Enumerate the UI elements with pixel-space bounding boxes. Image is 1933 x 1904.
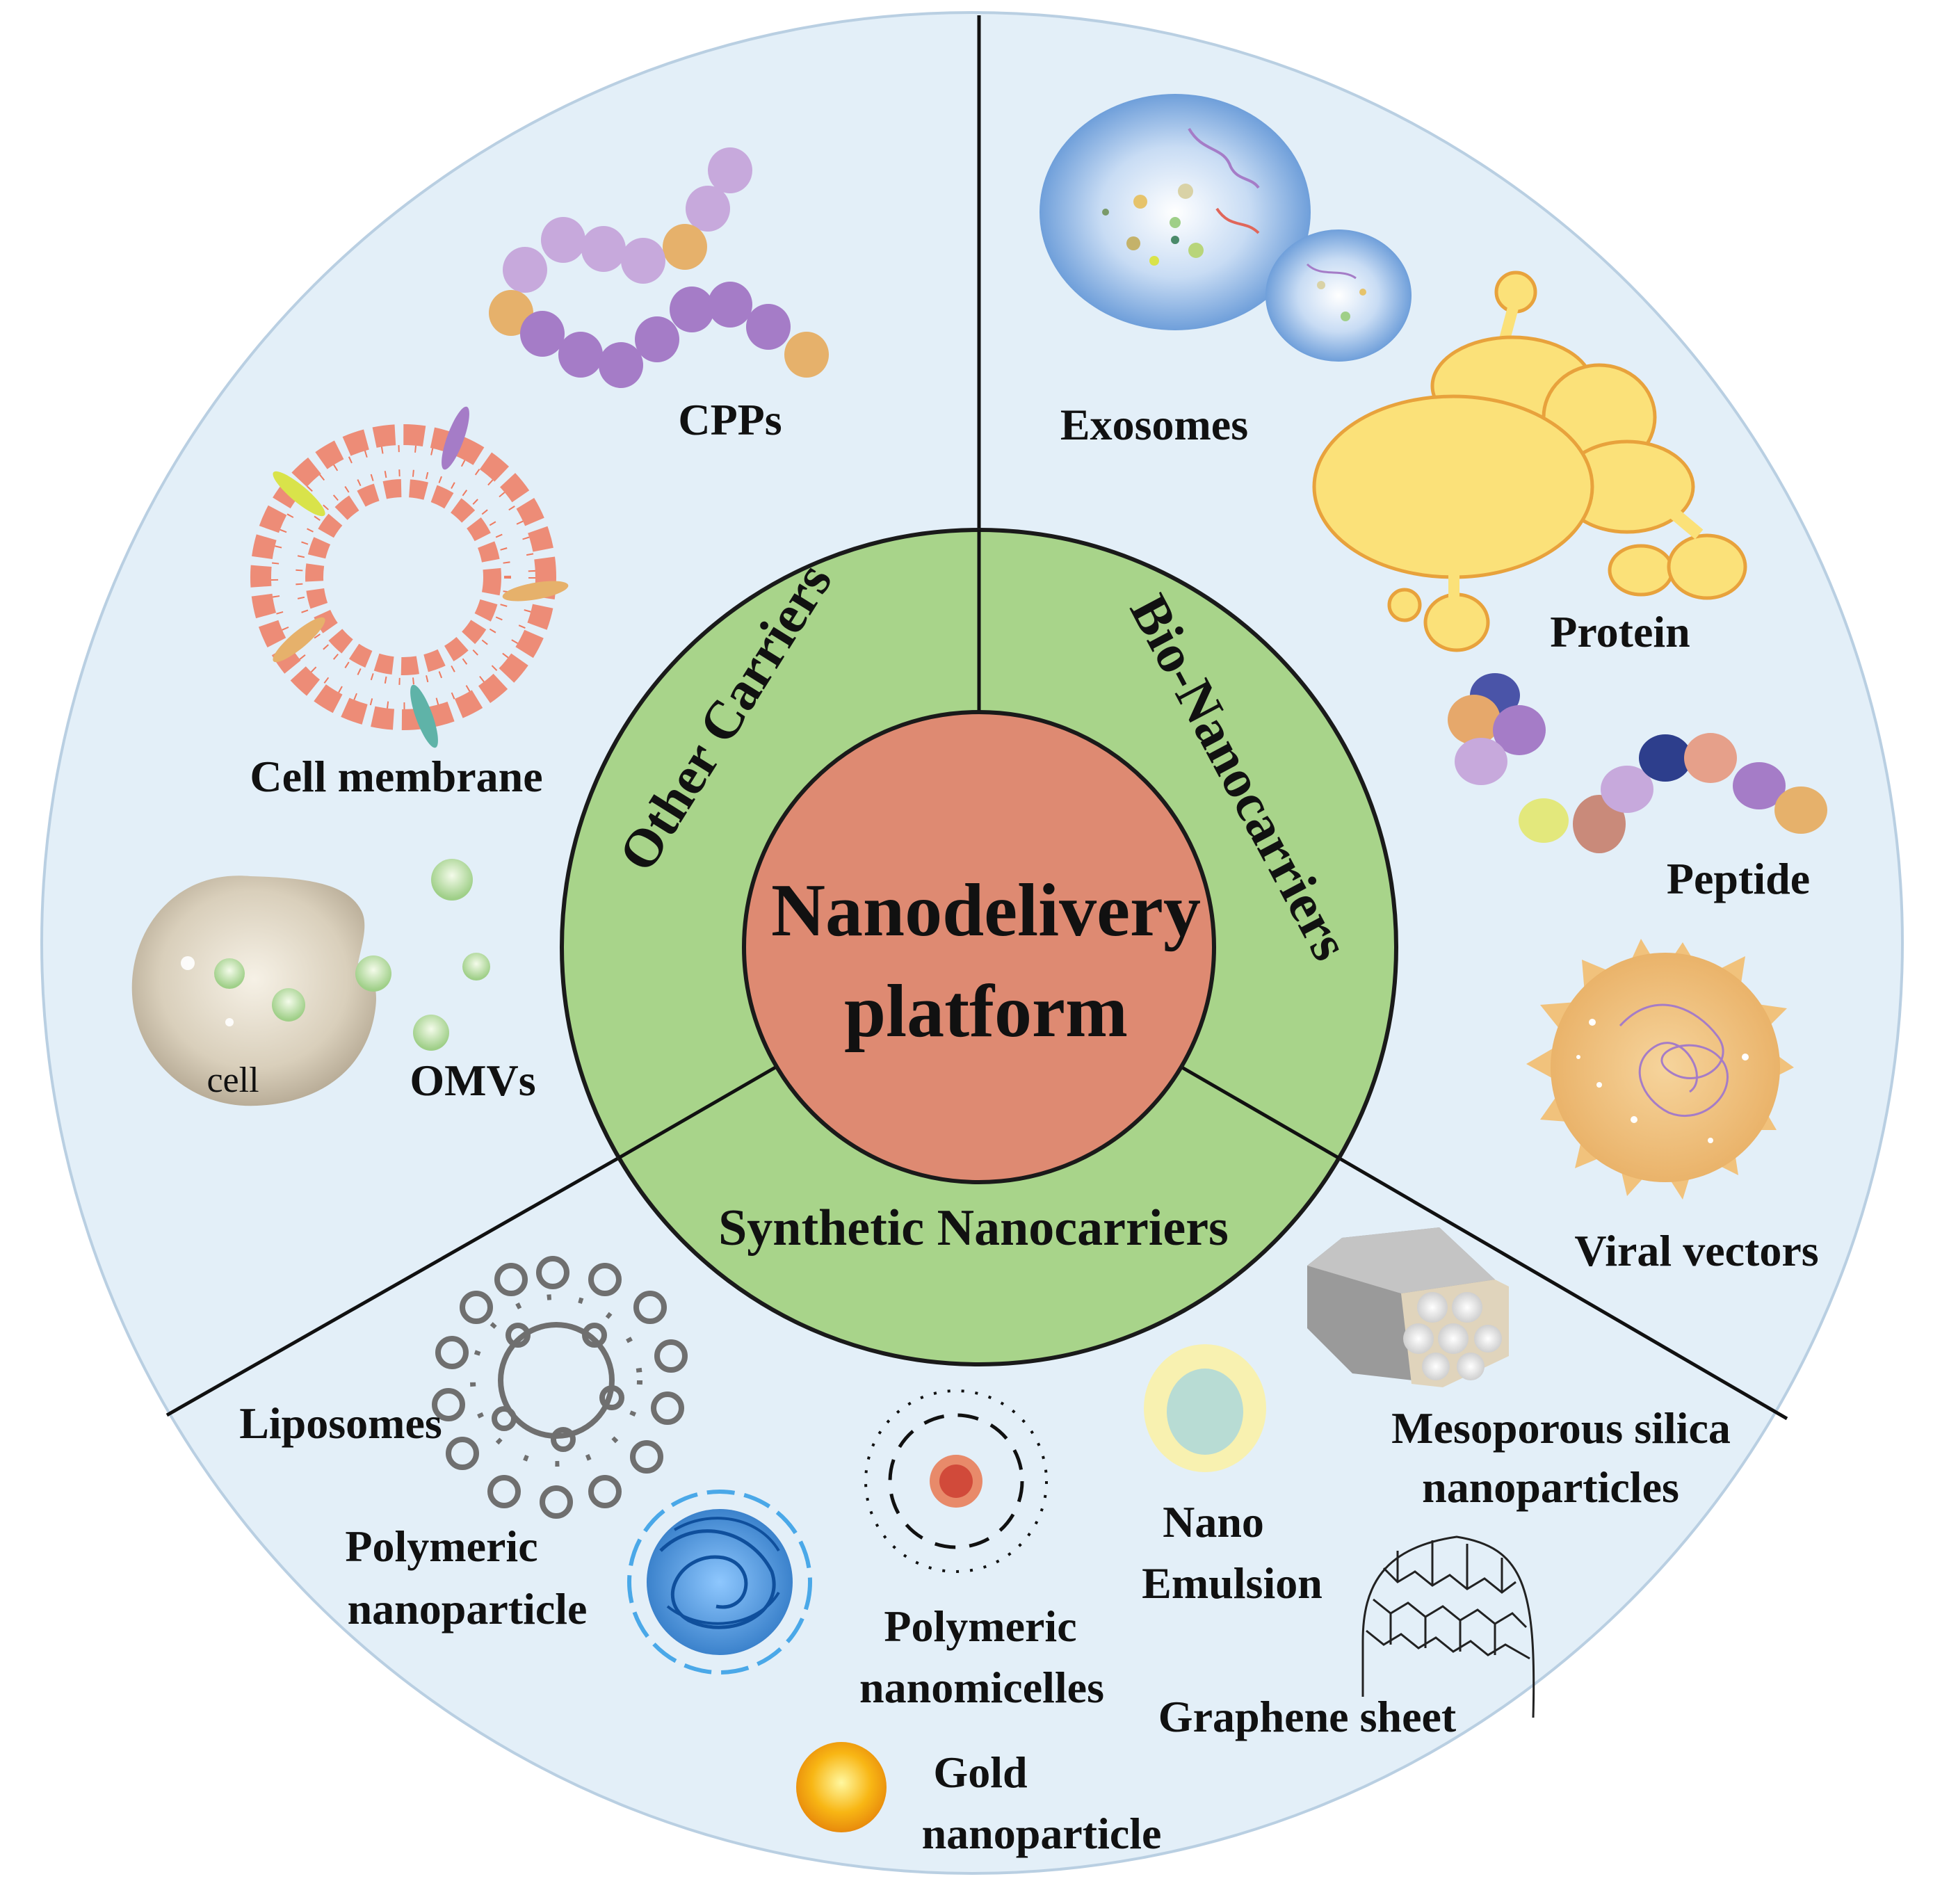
cpp-chain-icon [489, 147, 829, 388]
polymeric-nanomicelle-icon [864, 1389, 1048, 1573]
ring-divider-right [1181, 1065, 1340, 1160]
center-title-line2: platform [844, 970, 1128, 1053]
label-nano-emulsion-2: Emulsion [1142, 1558, 1323, 1608]
label-polymeric-nanomicelles-1: Polymeric [884, 1602, 1076, 1651]
label-peptide: Peptide [1667, 854, 1810, 903]
viral-vector-icon [1526, 939, 1794, 1200]
label-cell: cell [207, 1060, 259, 1100]
divider-right [1337, 1156, 1788, 1421]
peptide-icon [1448, 673, 1827, 853]
nano-emulsion-icon [1144, 1344, 1266, 1472]
divider-left [165, 1156, 620, 1417]
label-polymeric-nanomicelles-2: nanomicelles [859, 1663, 1104, 1712]
label-cpps: CPPs [678, 395, 782, 444]
label-graphene: Graphene sheet [1158, 1692, 1457, 1741]
center-circle [742, 710, 1216, 1184]
mesoporous-silica-icon [1307, 1227, 1509, 1387]
label-gold-2: nanoparticle [922, 1809, 1162, 1858]
ring-divider-left [617, 1065, 777, 1160]
graphene-sheet-icon [1361, 1535, 1535, 1718]
exosome-icon [1040, 94, 1412, 362]
label-omvs: OMVs [410, 1056, 535, 1105]
label-liposomes: Liposomes [239, 1398, 442, 1448]
label-mesoporous-1: Mesoporous silica [1391, 1403, 1731, 1453]
label-viral-vectors: Viral vectors [1574, 1226, 1818, 1275]
protein-icon [1312, 271, 1747, 652]
label-polymeric-nanoparticle-1: Polymeric [345, 1522, 537, 1571]
polymeric-nanoparticle-icon [627, 1490, 812, 1675]
ring-label-synthetic: Synthetic Nanocarriers [718, 1200, 1229, 1257]
label-nano-emulsion-1: Nano [1163, 1497, 1264, 1547]
cell-icon [131, 876, 391, 1106]
liposome-icon [432, 1256, 688, 1519]
cell-membrane-icon [250, 406, 569, 748]
center-title-line1: Nanodelivery [771, 869, 1201, 952]
label-exosomes: Exosomes [1060, 400, 1248, 449]
omv-vesicles-icon [413, 859, 490, 1051]
gold-nanoparticle-icon [796, 1742, 887, 1832]
label-protein: Protein [1550, 607, 1690, 656]
label-mesoporous-2: nanoparticles [1422, 1462, 1679, 1512]
label-polymeric-nanoparticle-2: nanoparticle [348, 1584, 588, 1633]
label-cell-membrane: Cell membrane [250, 752, 542, 801]
label-gold-1: Gold [933, 1748, 1027, 1797]
